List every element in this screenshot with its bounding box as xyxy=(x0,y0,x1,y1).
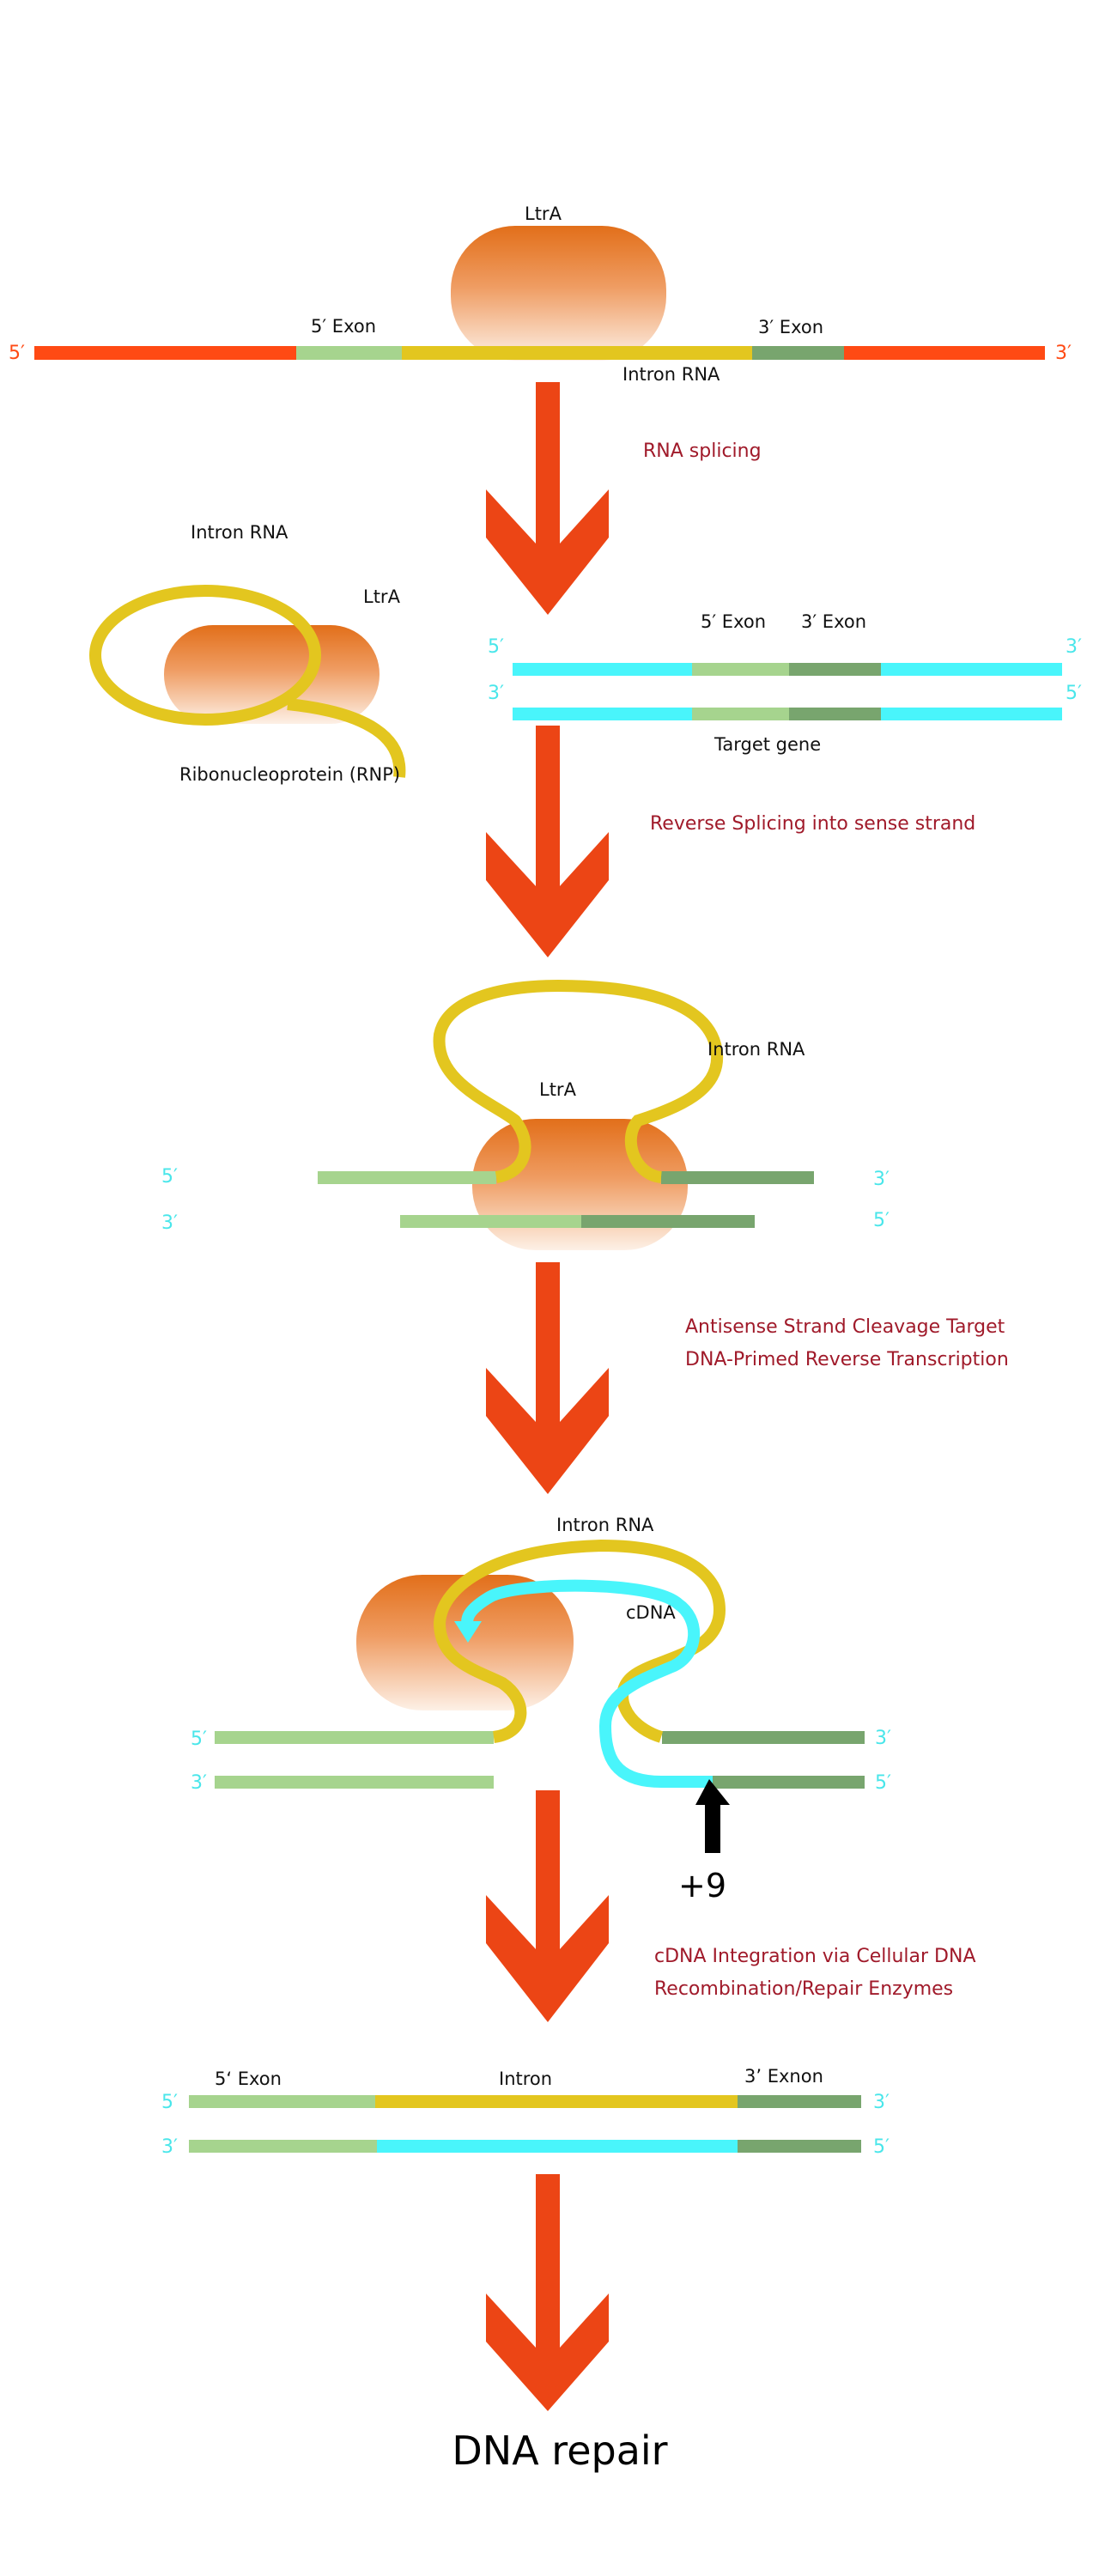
top-exon3-strand xyxy=(738,2095,861,2108)
top-exon3-strand xyxy=(661,1171,814,1184)
bottom-left-end: 3′ xyxy=(488,683,504,704)
bottom-exon5-strand xyxy=(400,1215,581,1228)
exon-3-label: 3’ Exnon xyxy=(744,2066,823,2087)
outer-dna-left xyxy=(34,346,296,360)
intron-segment xyxy=(402,346,752,360)
intron-label: Intron xyxy=(499,2069,552,2089)
rnp-label: Ribonucleoprotein (RNP) xyxy=(179,764,400,785)
insertion-site-label: +9 xyxy=(678,1867,726,1905)
target-gene-label: Target gene xyxy=(713,734,821,755)
bottom-exon5-strand xyxy=(215,1776,494,1789)
step-cleavage-line-1: Antisense Strand Cleavage Target xyxy=(685,1316,1005,1338)
top-right-end: 3′ xyxy=(873,1169,890,1190)
step-integration-line-1: cDNA Integration via Cellular DNA xyxy=(654,1946,976,1967)
target-top-exon3 xyxy=(789,663,881,676)
top-left-end: 5′ xyxy=(161,2092,178,2113)
bottom-exon3-strand xyxy=(738,2140,861,2153)
outer-dna-right xyxy=(844,346,1045,360)
exon-3-label: 3′ Exon xyxy=(758,317,823,337)
top-exon5-strand xyxy=(215,1731,494,1744)
process-arrow-5 xyxy=(486,2174,609,2411)
top-right-end: 3′ xyxy=(873,2092,890,2113)
bottom-right-end: 5′ xyxy=(1066,683,1082,704)
down-arrow-3 xyxy=(486,1262,609,1494)
exon-5-label: 5′ Exon xyxy=(311,316,376,337)
intron-rna-tail xyxy=(287,698,406,778)
exon-5-label: 5‘ Exon xyxy=(215,2069,282,2089)
step-cleavage-line-2: DNA-Primed Reverse Transcription xyxy=(685,1349,1009,1370)
step-integration-line-2: Recombination/Repair Enzymes xyxy=(654,1978,953,2000)
exon-3-label: 3′ Exon xyxy=(801,611,866,632)
top-right-end: 3′ xyxy=(1066,636,1082,658)
bottom-left-end: 3′ xyxy=(161,1212,178,1234)
end-5-label: 5′ xyxy=(9,343,25,364)
process-arrow-3: Antisense Strand Cleavage Target DNA-Pri… xyxy=(486,1262,1009,1494)
cdna-strand xyxy=(461,1579,713,1788)
exon-5-segment xyxy=(296,346,402,360)
rnp-intron-label: Intron RNA xyxy=(191,522,288,543)
bottom-exon3-strand xyxy=(713,1776,865,1789)
down-arrow-4 xyxy=(486,1790,609,2022)
ltra-protein xyxy=(356,1575,574,1710)
exon-5-label: 5′ Exon xyxy=(701,611,766,632)
top-exon5-strand xyxy=(189,2095,375,2108)
ltra-protein xyxy=(472,1119,688,1250)
cdna-label: cDNA xyxy=(626,1602,676,1623)
ltra-label: LtrA xyxy=(525,204,562,224)
bottom-left-end: 3′ xyxy=(191,1772,207,1794)
top-left-end: 5′ xyxy=(161,1166,178,1188)
bottom-cdna-strand xyxy=(377,2140,738,2153)
ltra-protein xyxy=(451,226,666,361)
cdna-arrowhead xyxy=(454,1621,482,1643)
top-left-end: 5′ xyxy=(488,636,504,658)
down-arrow-2 xyxy=(486,726,609,957)
process-arrow-4: cDNA Integration via Cellular DNA Recomb… xyxy=(486,1790,976,2022)
top-left-end: 5′ xyxy=(191,1728,207,1750)
stage-5-integrated-intron: 5‘ Exon Intron 3’ Exnon 5′ 3′ 3′ 5′ xyxy=(161,2066,890,2158)
stage-1-precursor: LtrA 5′ Exon 3′ Exon Intron RNA 5′ 3′ xyxy=(9,204,1072,385)
intron-rna-loop xyxy=(433,1539,726,1743)
final-dna-repair-label: DNA repair xyxy=(452,2427,667,2474)
intron-rna-loop xyxy=(433,979,724,1183)
top-exon3-strand xyxy=(662,1731,865,1744)
stage-2-rnp-and-target: Intron RNA LtrA Ribonucleoprotein (RNP) … xyxy=(89,522,1082,785)
target-bottom-exon3 xyxy=(789,708,881,720)
target-bottom-left xyxy=(513,708,692,720)
stage-4-reverse-transcription: Intron RNA cDNA +9 5′ 3′ 3′ 5′ xyxy=(191,1515,891,1905)
stage-3-reverse-splicing: Intron RNA LtrA 5′ 3′ 3′ 5′ xyxy=(161,979,890,1250)
exon-3-segment xyxy=(752,346,844,360)
target-top-exon5 xyxy=(692,663,789,676)
insertion-site-arrow xyxy=(695,1779,730,1853)
target-bottom-exon5 xyxy=(692,708,789,720)
intron-rna-label: Intron RNA xyxy=(622,364,720,385)
intron-rna-label: Intron RNA xyxy=(556,1515,654,1535)
bottom-left-end: 3′ xyxy=(161,2136,178,2158)
step-rna-splicing: RNA splicing xyxy=(643,440,762,462)
intron-rna-lariat xyxy=(89,585,321,726)
process-arrow-1: RNA splicing xyxy=(486,382,762,615)
top-intron-strand xyxy=(375,2095,738,2108)
process-arrow-2: Reverse Splicing into sense strand xyxy=(486,726,975,957)
bottom-right-end: 5′ xyxy=(873,2136,890,2158)
target-bottom-right xyxy=(881,708,1062,720)
bottom-exon3-strand xyxy=(581,1215,755,1228)
bottom-right-end: 5′ xyxy=(875,1772,891,1794)
down-arrow-5 xyxy=(486,2174,609,2411)
ltra-protein xyxy=(164,625,380,724)
bottom-right-end: 5′ xyxy=(873,1210,890,1231)
ltra-label: LtrA xyxy=(539,1079,577,1100)
intron-rna-label: Intron RNA xyxy=(707,1039,805,1060)
bottom-exon5-strand xyxy=(189,2140,377,2153)
step-reverse-splicing: Reverse Splicing into sense strand xyxy=(650,813,975,835)
down-arrow-1 xyxy=(486,382,609,615)
target-top-left xyxy=(513,663,692,676)
end-3-label: 3′ xyxy=(1055,343,1072,364)
top-right-end: 3′ xyxy=(875,1728,891,1749)
top-exon5-strand xyxy=(318,1171,496,1184)
rnp-ltra-label: LtrA xyxy=(363,586,401,607)
target-top-right xyxy=(881,663,1062,676)
